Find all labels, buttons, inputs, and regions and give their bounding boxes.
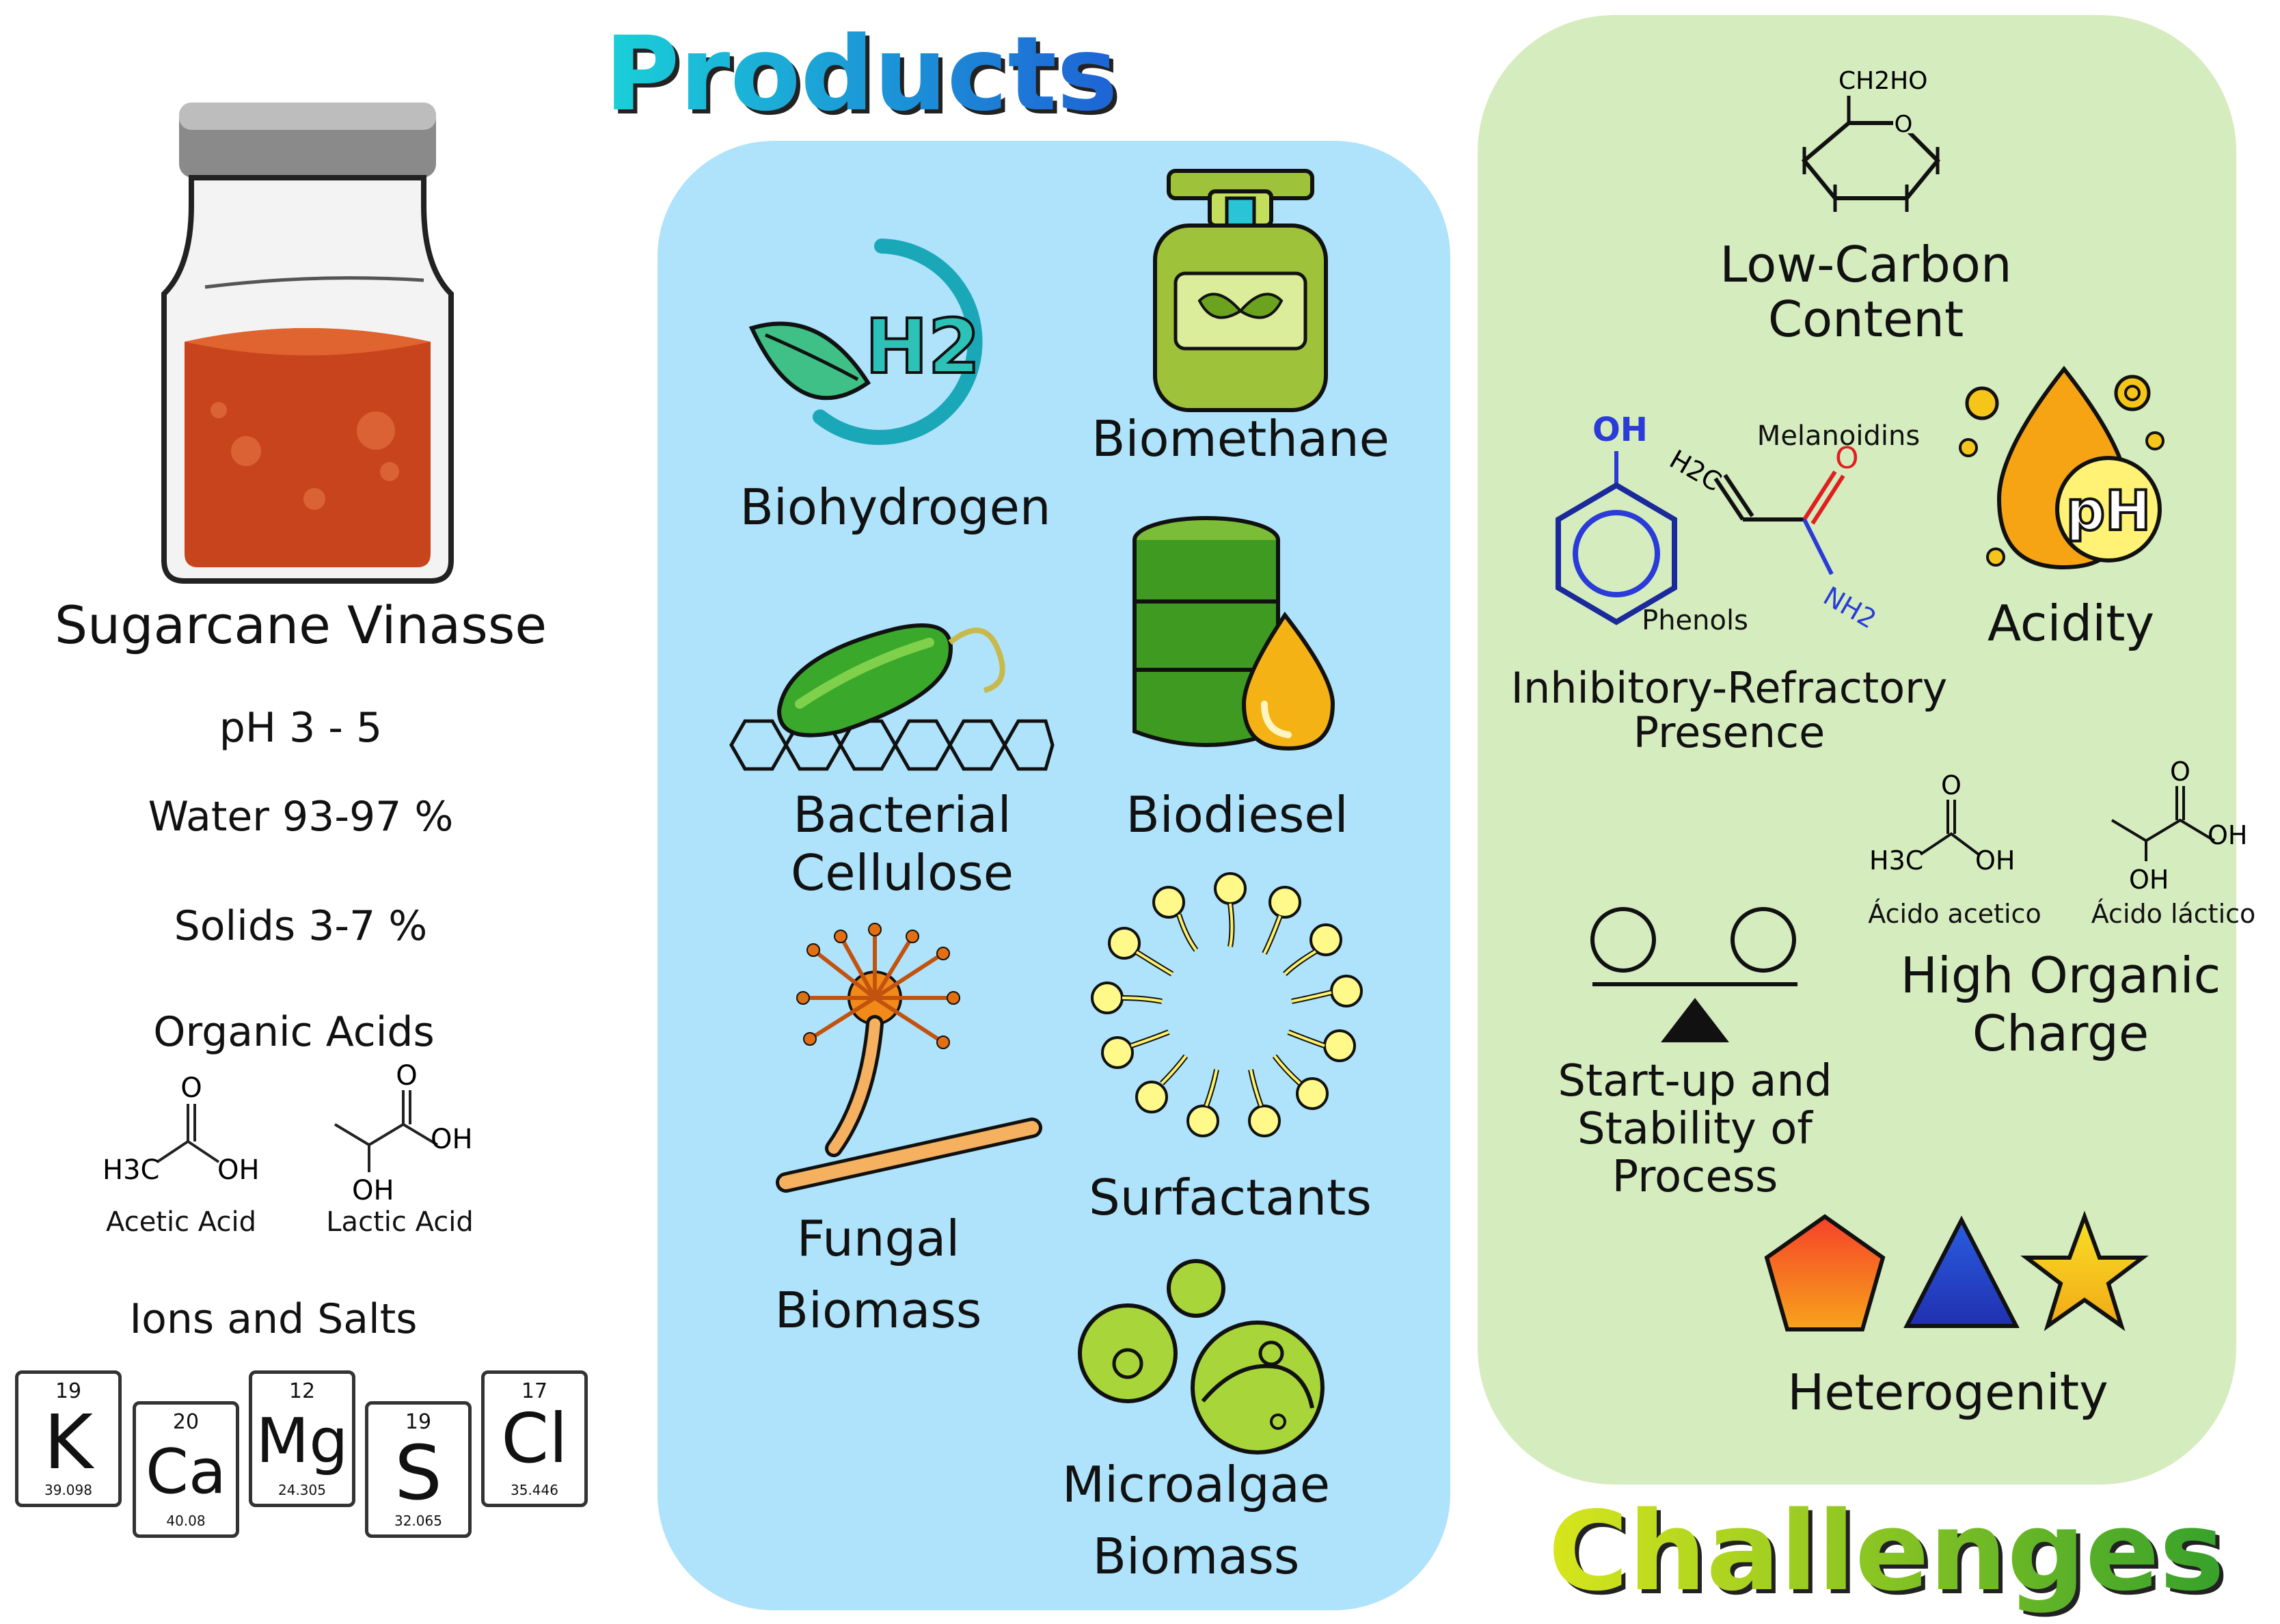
svg-text:OH: OH [431,1124,473,1155]
svg-text:O: O [180,1072,202,1104]
svg-text:CH2HO: CH2HO [1838,67,1928,95]
vinasse-ph: pH 3 - 5 [219,704,383,752]
element-mass: 40.08 [166,1513,206,1529]
low-carbon-label-1: Low-Carbon [1720,236,2012,293]
acidity-label: Acidity [1987,595,2155,652]
svg-text:Products: Products [608,19,1122,138]
bacterial-cellulose-icon [729,623,1055,771]
acetic-acid-structure-icon: O H3C OH [103,1072,260,1186]
startup-label-2: Stability of [1577,1104,1813,1154]
svg-text:OH: OH [2208,820,2247,850]
element-number: 19 [55,1379,82,1403]
biodiesel-icon [1132,516,1335,751]
biodiesel-label: Biodiesel [1126,786,1348,843]
phenol-structure-icon: OH [1556,411,1677,625]
acido-lactico-structure-icon: O OH OH [2111,757,2247,895]
acidity-ph-drop-icon: pH [1959,366,2164,570]
biomethane-icon [1153,169,1328,412]
svg-text:pH: pH [2066,479,2151,543]
svg-text:OH: OH [2129,865,2169,895]
bacterial-cellulose-label-2: Cellulose [790,844,1014,902]
element-number: 12 [288,1379,316,1403]
lactic-acid-structure-icon: O OH OH [334,1060,473,1206]
fungal-label-1: Fungal [796,1210,960,1267]
element-symbol: Mg [256,1405,349,1477]
element-mass: 35.446 [511,1482,558,1498]
element-number: 20 [172,1410,200,1434]
element-mass: 24.305 [278,1482,326,1498]
element-symbol: S [394,1429,442,1517]
microalgae-label-1: Microalgae [1061,1456,1331,1513]
svg-text:OH: OH [1975,845,2015,876]
svg-text:Challenges: Challenges [1548,1487,2225,1615]
element-mass: 39.098 [44,1482,92,1498]
surfactants-icon [1091,872,1363,1137]
phenols-label: Phenols [1642,605,1748,636]
organic-acids-heading: Organic Acids [153,1008,435,1056]
microalgae-label-2: Biomass [1092,1528,1300,1585]
svg-text:O: O [396,1060,417,1092]
element-symbol: K [43,1398,94,1486]
acrylamide-structure-icon: H2C O NH2 [1665,441,1882,634]
heterogenity-shapes-icon [1764,1210,2149,1331]
ions-salts-heading: Ions and Salts [129,1295,418,1343]
glucose-ring-icon: CH2HO O [1801,67,1941,212]
fungal-biomass-icon [776,923,1042,1193]
acetic-acid-label: Acetic Acid [106,1206,256,1238]
surfactants-label: Surfactants [1089,1169,1372,1226]
startup-label-1: Start-up and [1558,1056,1832,1107]
startup-label-3: Process [1612,1152,1778,1202]
acido-acetico-structure-icon: O H3C OH [1869,770,2015,876]
lactic-acid-label: Lactic Acid [326,1206,474,1238]
biohydrogen-icon: H2 [748,239,983,445]
vinasse-water: Water 93-97 % [148,793,454,841]
low-carbon-label-2: Content [1767,290,1964,348]
element-symbol: Ca [146,1436,226,1508]
vinasse-jar-icon [161,103,454,584]
high-organic-label-2: Charge [1972,1005,2149,1062]
svg-text:H2C: H2C [1665,444,1727,498]
acido-lactico-label: Ácido láctico [2091,899,2256,929]
inhibitory-label-1: Inhibitory-Refractory [1510,663,1948,713]
svg-text:OH: OH [1592,411,1648,449]
element-number: 19 [405,1410,432,1434]
element-tile-s: 19 S 32.065 [365,1401,472,1538]
svg-text:H3C: H3C [103,1154,159,1186]
svg-text:Products: Products [604,15,1117,134]
svg-text:OH: OH [352,1175,394,1206]
vinasse-title: Sugarcane Vinasse [54,595,547,655]
bacterial-cellulose-label-1: Bacterial [793,786,1012,843]
svg-text:Challenges: Challenges [1552,1491,2229,1619]
svg-text:O: O [1895,111,1913,138]
heterogenity-label: Heterogenity [1787,1364,2108,1421]
biomethane-label: Biomethane [1091,410,1389,468]
element-tile-ca: 20 Ca 40.08 [133,1401,239,1538]
biohydrogen-label: Biohydrogen [739,478,1051,536]
element-number: 17 [521,1379,548,1403]
svg-text:O: O [2170,757,2190,787]
element-tile-k: 19 K 39.098 [15,1370,122,1507]
element-symbol: Cl [501,1398,568,1478]
balance-scale-icon [1590,907,1797,1042]
svg-text:H2: H2 [865,303,981,390]
inhibitory-label-2: Presence [1633,707,1826,757]
microalgae-icon [1078,1259,1325,1454]
svg-text:H3C: H3C [1869,845,1923,876]
element-tile-mg: 12 Mg 24.305 [249,1370,355,1507]
melanoidins-label: Melanoidins [1756,420,1921,452]
svg-text:O: O [1835,441,1859,476]
svg-text:OH: OH [217,1154,260,1186]
high-organic-label-1: High Organic [1900,947,2221,1004]
fungal-label-2: Biomass [774,1282,982,1339]
vinasse-solids: Solids 3-7 % [174,902,428,950]
element-mass: 32.065 [394,1513,442,1529]
challenges-title: Challenges Challenges [1548,1487,2229,1619]
svg-text:O: O [1941,770,1962,800]
products-title: Products Products [604,15,1122,138]
element-tile-cl: 17 Cl 35.446 [481,1370,588,1507]
acido-acetico-label: Ácido acetico [1868,899,2041,929]
